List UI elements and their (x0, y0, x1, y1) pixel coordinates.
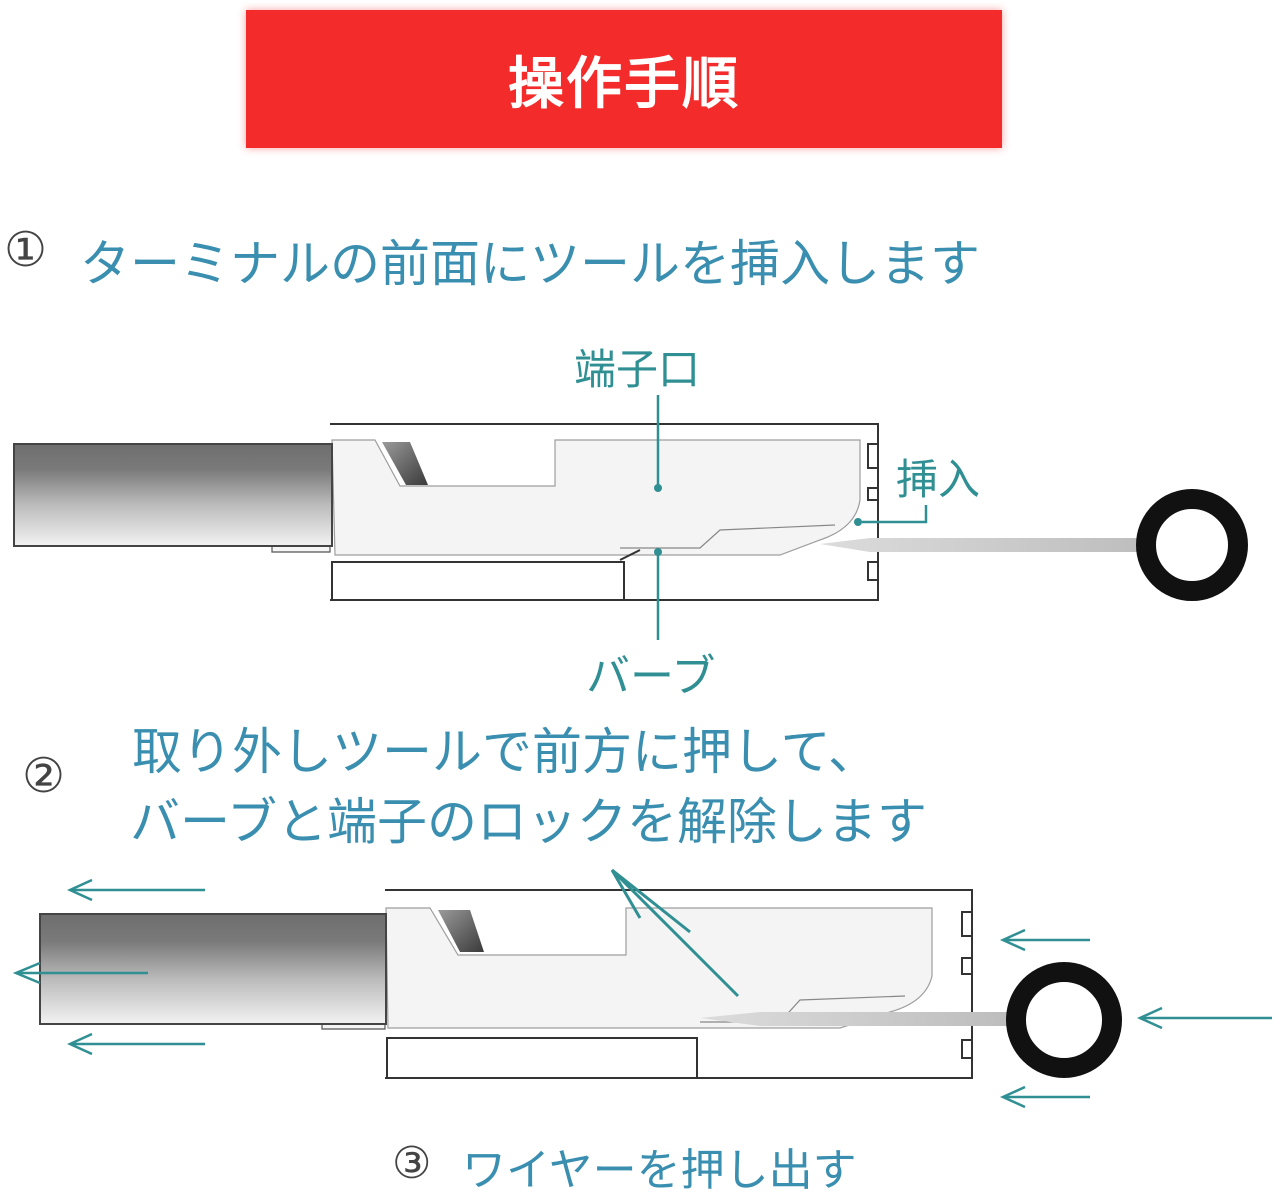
wire-2 (39, 913, 387, 1025)
tool-ring-1 (1136, 489, 1248, 601)
diagram-2 (12, 868, 1272, 1109)
header-banner: 操作手順 (246, 10, 1002, 148)
step-1-number: ① (4, 222, 48, 278)
header-title: 操作手順 (508, 51, 740, 117)
step-2-text-line2: バーブと端子のロックを解除します (130, 793, 927, 851)
pull-left-arrows (12, 878, 205, 1056)
tool-pin-2 (700, 1012, 1010, 1026)
barb-lift-arrow (610, 868, 740, 998)
step-2-text-line1: 取り外しツールで前方に押して、 (132, 723, 878, 781)
tool-pin-1 (820, 538, 1150, 552)
step-1-text: ターミナルの前面にツールを挿入します (80, 235, 980, 293)
step-2-number: ② (22, 748, 66, 804)
bottom-block-2 (386, 1037, 698, 1079)
barb-1 (382, 442, 428, 485)
step-3-text: ワイヤーを押し出す (462, 1145, 857, 1196)
push-arrows (999, 928, 1272, 1109)
terminal-2 (385, 907, 933, 1029)
diagram-1 (13, 395, 1248, 640)
label-terminal-port: 端子口 (574, 345, 701, 394)
label-barb: バーブ (586, 651, 716, 702)
label-insert: 挿入 (896, 455, 981, 504)
barb-2 (438, 910, 484, 952)
step-3-number: ③ (392, 1138, 432, 1189)
tool-ring-2 (1006, 962, 1122, 1078)
bottom-block-1 (331, 561, 625, 601)
terminal-1 (331, 439, 861, 556)
wire-1 (13, 443, 333, 547)
